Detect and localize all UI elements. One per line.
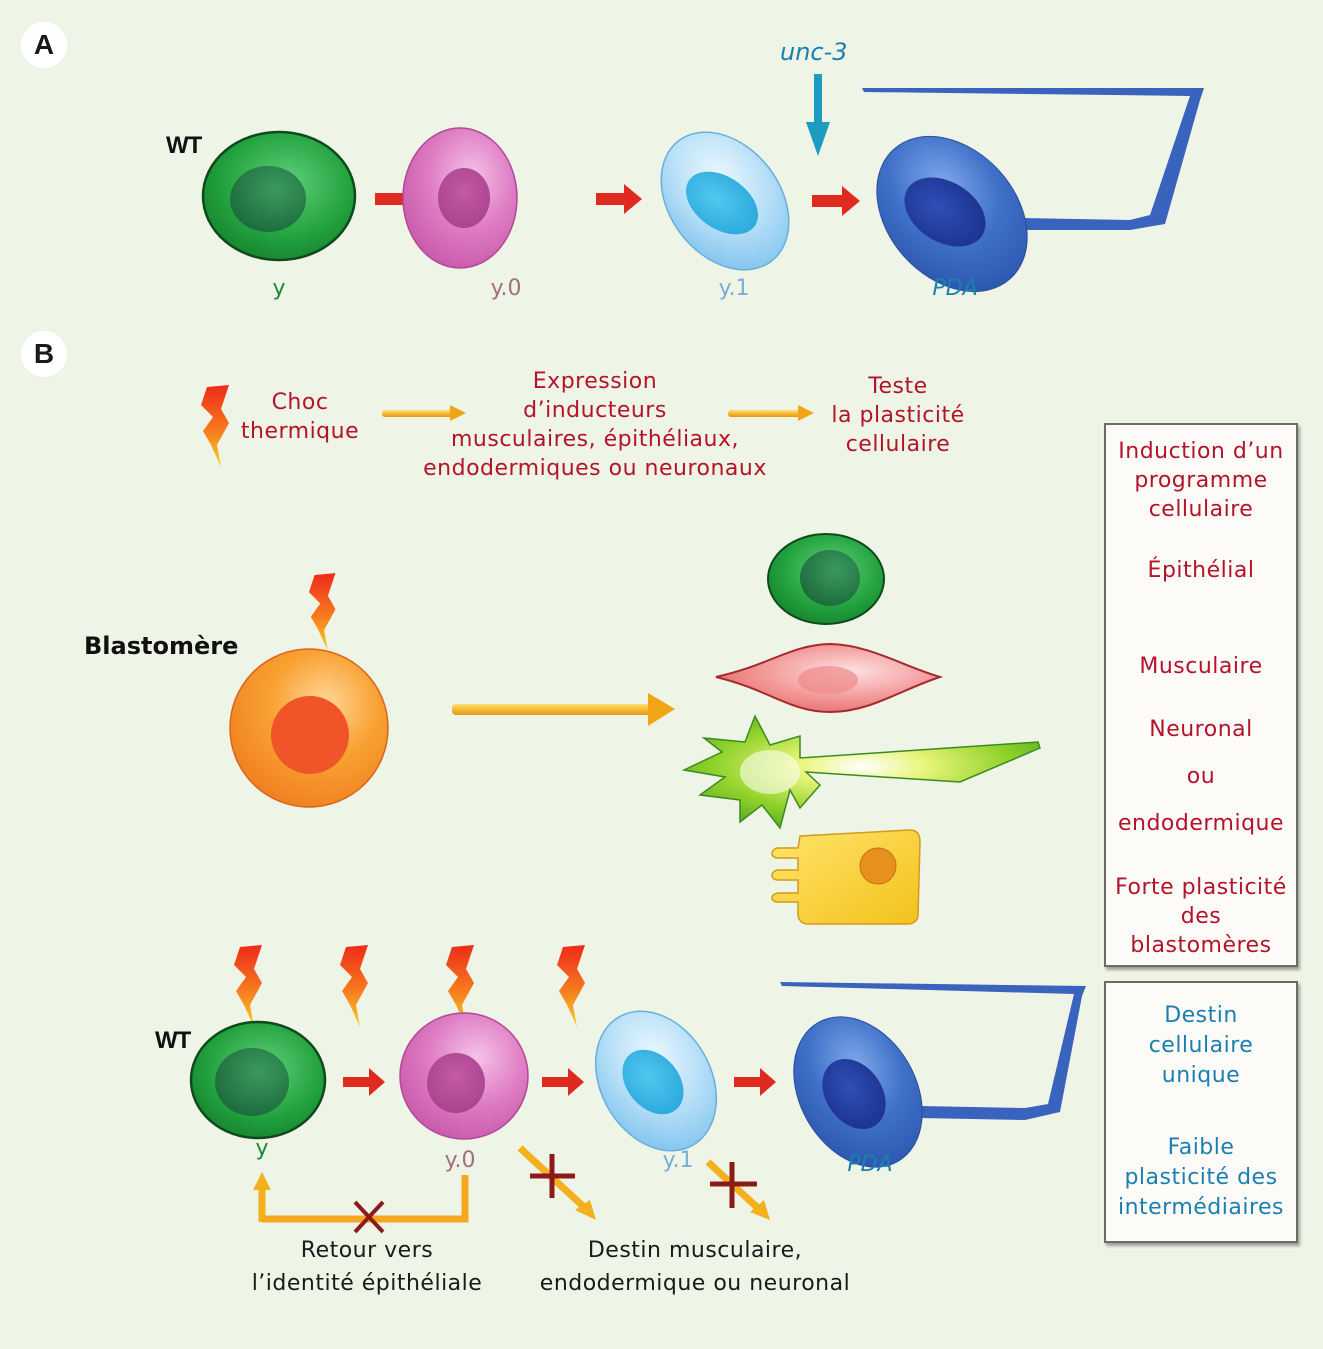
side-box-intermediates: Destin cellulaire unique Faible plastici… [1104, 981, 1298, 1243]
panel-a-label: A [33, 29, 55, 60]
blocked-return-arrow [253, 1172, 469, 1223]
panel-a-label-y0: y.0 [490, 276, 522, 301]
side-box-top-title: Induction d’un programme cellulaire [1118, 439, 1284, 522]
panel-b-badge: B [21, 331, 67, 377]
arrow-red [542, 1068, 584, 1096]
lower-label-pda: PDA [847, 1152, 893, 1177]
arrow-yellow [382, 405, 466, 421]
neuron-cell [681, 714, 1041, 830]
panel-a-badge: A [21, 22, 67, 68]
endodermal-cell [771, 829, 921, 925]
arrow-red [812, 186, 860, 216]
lower-cell-y [189, 1020, 327, 1140]
panel-b-label: B [33, 338, 55, 369]
panel-a-wt-label: WT [166, 132, 202, 159]
panel-a-label-y1: y.1 [718, 276, 750, 301]
blastomere-cell [229, 648, 389, 808]
arrow-red [734, 1068, 776, 1096]
bolt-icon [308, 573, 336, 651]
block-cross-icon [710, 1162, 757, 1208]
lower-cell-pda [780, 982, 1086, 1168]
panel-a-cell-y0 [402, 127, 518, 269]
flow-inducer-expression: Expression d’inducteurs musculaires, épi… [423, 369, 767, 481]
panel-a-cell-y1 [660, 131, 790, 271]
panel-a-cell-pda [862, 88, 1204, 293]
block-cross-icon [353, 1200, 385, 1234]
bolt-icon [340, 945, 368, 1027]
bolt-icon [201, 385, 229, 467]
unc3-arrow [806, 74, 830, 156]
blocked-fate-arrow [517, 1145, 596, 1220]
bolt-icon [234, 945, 262, 1027]
panel-a-cell-y [201, 130, 357, 262]
return-epithelial-label: Retour vers l’identité épithéliale [251, 1238, 483, 1296]
panel-a-label-y: y [272, 276, 286, 301]
bolt-icon [557, 945, 585, 1027]
side-item-epithelial: Épithélial [1147, 558, 1255, 583]
arrow-red [343, 1068, 385, 1096]
fate-blocked-label: Destin musculaire, endodermique ou neuro… [539, 1238, 851, 1296]
lower-label-y1: y.1 [662, 1148, 694, 1173]
side-box-bottom-conclusion: Faible plasticité des intermédiaires [1117, 1135, 1285, 1220]
side-box-blastomere: Induction d’un programme cellulaire Épit… [1104, 423, 1298, 967]
arrow-yellow-long [452, 693, 675, 726]
side-box-top-conclusion: Forte plasticité des blastomères [1115, 875, 1287, 958]
side-box-bottom-title: Destin cellulaire unique [1148, 1003, 1254, 1088]
arrow-red [596, 184, 642, 214]
side-item-or: ou [1186, 764, 1216, 789]
unc3-gene-label: unc-3 [780, 38, 848, 66]
lower-cell-y0 [399, 1012, 529, 1140]
side-item-muscular: Musculaire [1139, 654, 1263, 679]
flow-heat-shock: Choc thermique [240, 390, 360, 444]
arrow-yellow [728, 405, 814, 421]
blastomere-label: Blastomère [84, 632, 239, 660]
muscle-cell [715, 642, 944, 714]
panel-b-wt-label: WT [155, 1027, 191, 1054]
lower-label-y: y [255, 1136, 269, 1161]
epithelial-cell [767, 533, 885, 625]
panel-a-label-pda: PDA [932, 276, 978, 301]
lower-cell-y1 [594, 1010, 718, 1152]
block-cross-icon [530, 1154, 575, 1198]
flow-plasticity-test: Teste la plasticité cellulaire [831, 374, 965, 457]
side-item-neuronal: Neuronal [1149, 717, 1253, 742]
side-item-endodermal: endodermique [1117, 811, 1285, 836]
lower-label-y0: y.0 [444, 1148, 476, 1173]
